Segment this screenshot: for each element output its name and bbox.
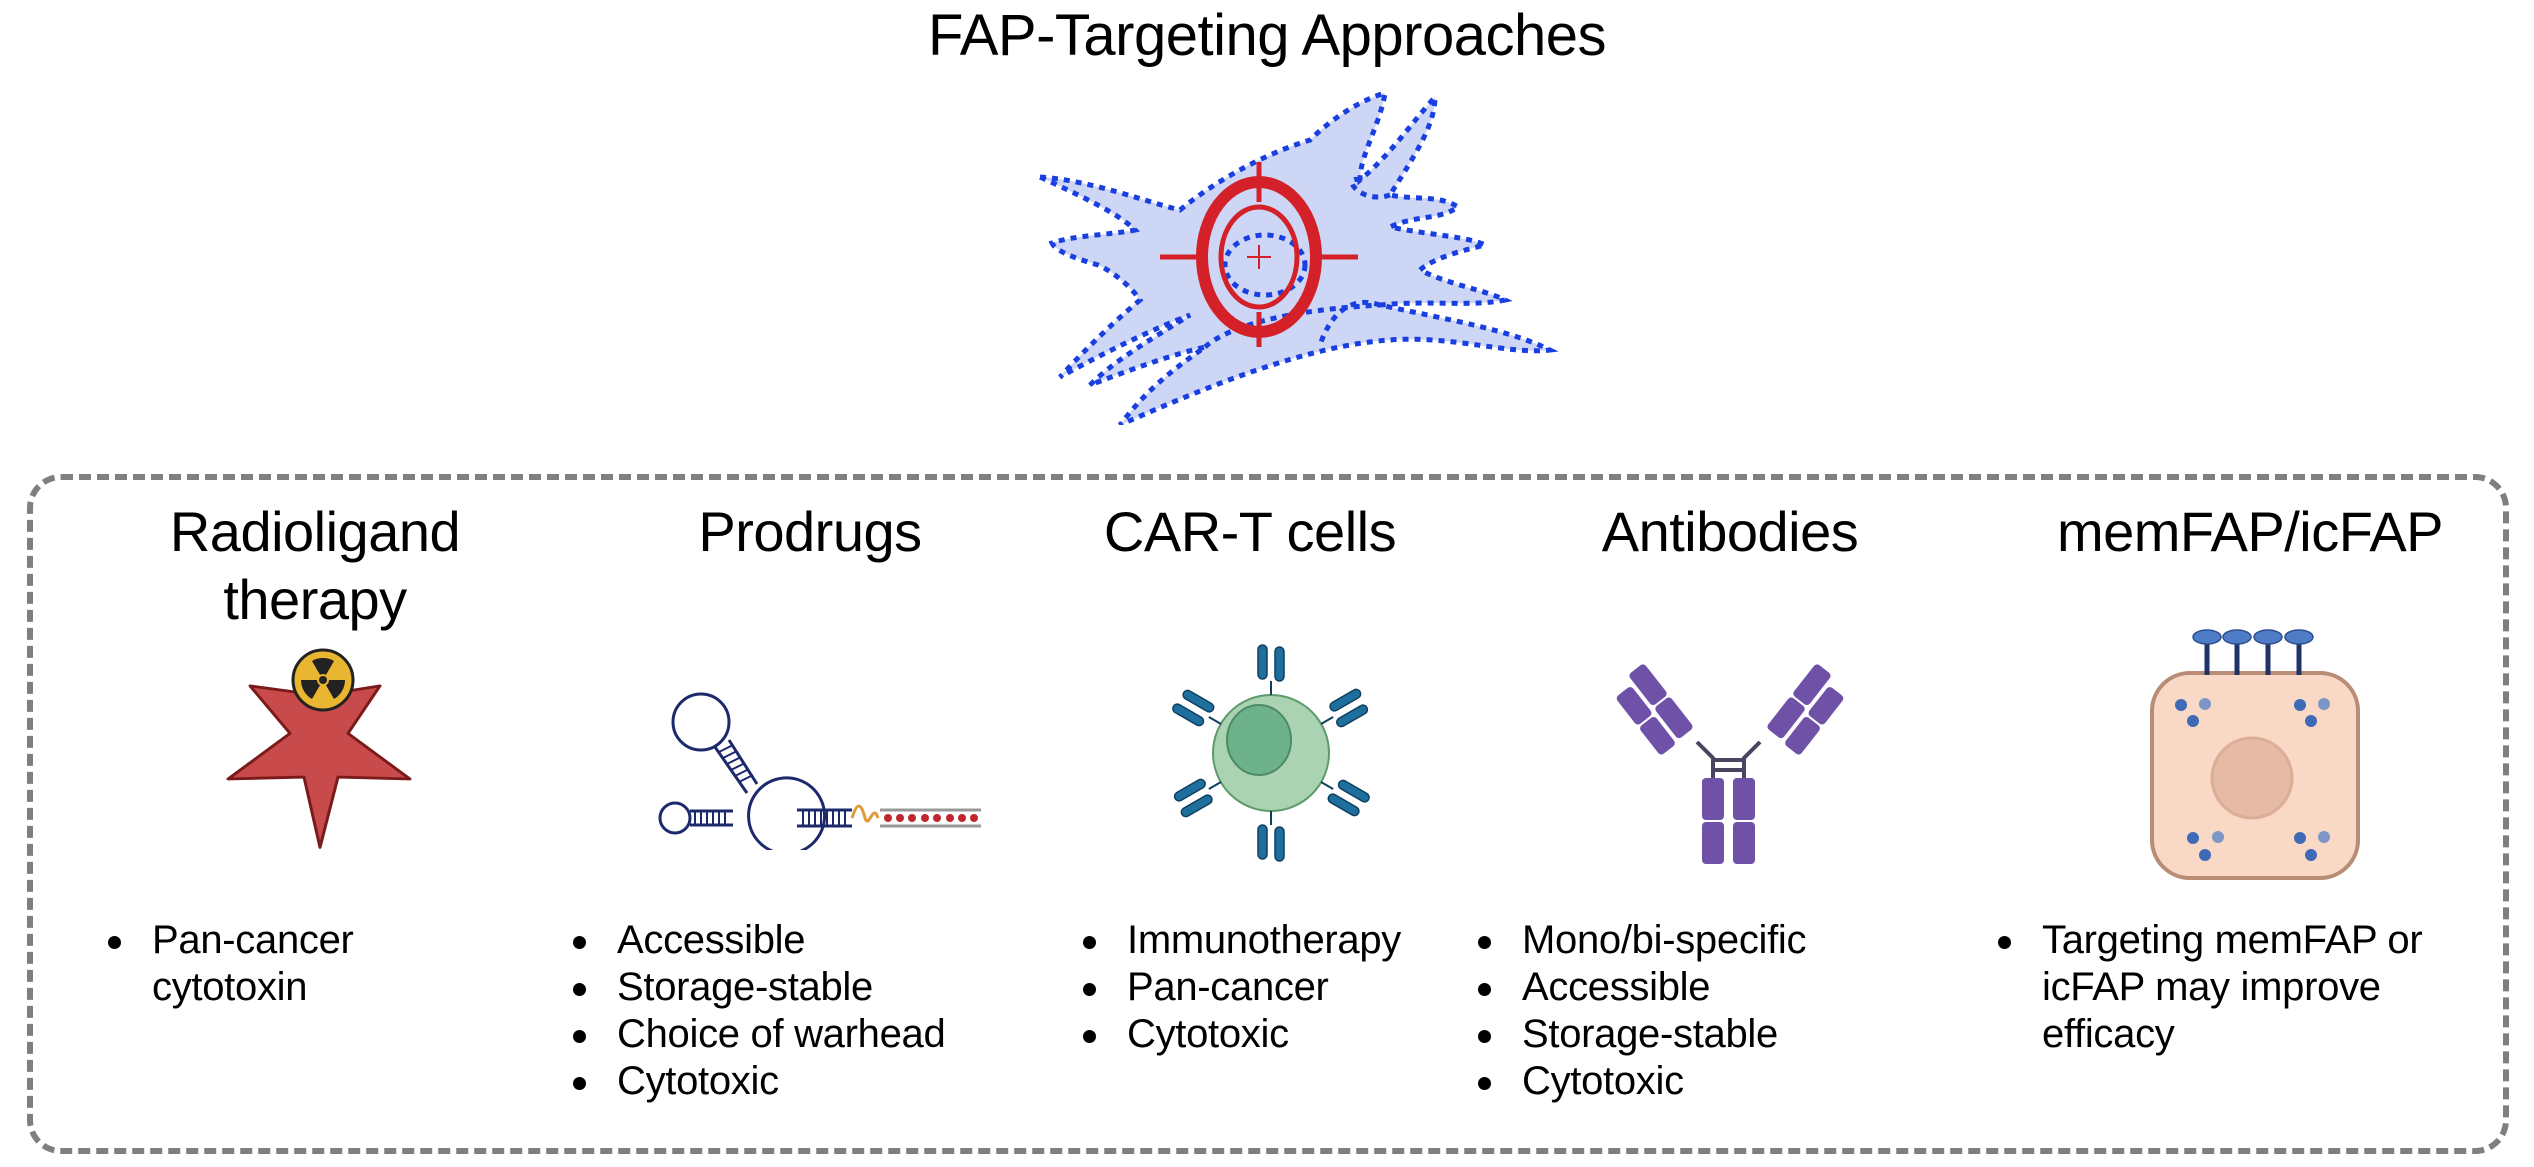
bullet-item: Storage-stable (1470, 1011, 1890, 1058)
fibroblast-target-icon (1038, 89, 1559, 425)
target-crosshair-icon (1160, 162, 1358, 347)
bullet-item: Targeting memFAP or icFAP may improve ef… (1990, 917, 2470, 1058)
bullet-item: Cytotoxic (1075, 1011, 1475, 1058)
bullet-item: Immunotherapy (1075, 917, 1475, 964)
nucleus (1222, 232, 1308, 298)
linker-icon (850, 804, 880, 823)
aptamer-prodrug-icon (658, 692, 981, 850)
title-line: Radioligand (169, 500, 461, 563)
approach-title: Radioligand therapy (110, 498, 520, 634)
nucleus (1226, 704, 1292, 776)
bullet-item: Storage-stable (565, 964, 1005, 1011)
approach-title: Antibodies (1540, 498, 1920, 566)
approach-title: memFAP/icFAP (2030, 498, 2470, 566)
intracellular-fap-icons (2175, 698, 2330, 861)
approach-title: CAR-T cells (1060, 498, 1440, 566)
approach-bullets: Pan-cancer cytotoxin (100, 917, 430, 1011)
antibody-icon (1616, 664, 1844, 864)
bullet-item: Accessible (1470, 964, 1890, 1011)
bullet-item: Cytotoxic (565, 1058, 1005, 1105)
title-line: therapy (223, 568, 407, 631)
payload-icon (880, 808, 981, 828)
radiation-icon (291, 648, 355, 712)
approach-bullets: Targeting memFAP or icFAP may improve ef… (1990, 917, 2470, 1058)
car-receptor-icons (1172, 644, 1370, 862)
figure-title: FAP-Targeting Approaches (928, 3, 1606, 68)
bullet-item: Accessible (565, 917, 1005, 964)
star-icon (226, 684, 412, 849)
nucleus (2210, 736, 2294, 820)
membrane-fap-icons (2192, 629, 2314, 675)
approach-title: Prodrugs (620, 498, 1000, 566)
radioligand-icon (226, 648, 412, 849)
bullet-item: Pan-cancer (1075, 964, 1475, 1011)
approach-bullets: Immunotherapy Pan-cancer Cytotoxic (1075, 917, 1475, 1058)
car-t-cell-icon (1172, 644, 1370, 862)
bullet-item: Pan-cancer cytotoxin (100, 917, 430, 1011)
title-line: CAR-T cells (1103, 500, 1397, 563)
approach-bullets: Accessible Storage-stable Choice of warh… (565, 917, 1005, 1105)
bullet-item: Choice of warhead (565, 1011, 1005, 1058)
title-line: memFAP/icFAP (2056, 500, 2444, 563)
approaches-panel (27, 474, 2509, 1154)
title-line: Antibodies (1601, 500, 1859, 563)
approach-bullets: Mono/bi-specific Accessible Storage-stab… (1470, 917, 1890, 1105)
bullet-item: Cytotoxic (1470, 1058, 1890, 1105)
fap-cell-icon (2150, 629, 2360, 880)
bullet-item: Mono/bi-specific (1470, 917, 1890, 964)
title-line: Prodrugs (698, 500, 922, 563)
